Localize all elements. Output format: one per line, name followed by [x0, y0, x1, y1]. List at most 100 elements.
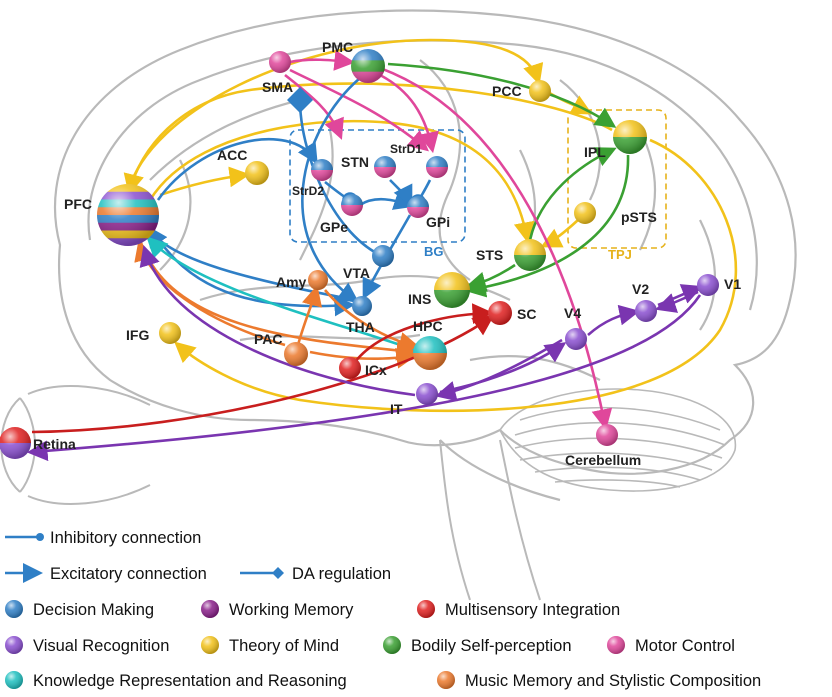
node-label-pfc: PFC [64, 196, 92, 212]
acc-sphere-icon [245, 161, 269, 185]
gpe-sphere-icon [341, 194, 363, 216]
legend-item-label: Knowledge Representation and Reasoning [33, 672, 347, 690]
node-label-icx: ICx [365, 362, 387, 378]
legend: Inhibitory connection Excitatory connect… [5, 529, 761, 690]
connection-ipl-ins [464, 154, 630, 298]
node-label-sts: STS [476, 247, 503, 263]
cerebellum-sphere-icon [596, 424, 618, 446]
connection-pfc-acc [159, 166, 251, 197]
sma-sphere-icon [269, 51, 291, 73]
node-it: IT [390, 383, 438, 417]
stn-sphere-icon [374, 156, 396, 178]
legend-inhibitory: Inhibitory connection [5, 529, 201, 547]
legend-inhibitory-label: Inhibitory connection [50, 529, 201, 547]
connection-sts-ipl [528, 147, 617, 241]
v2-sphere-icon [635, 300, 657, 322]
legend-item-label: Multisensory Integration [445, 601, 620, 619]
tpj-region-label: TPJ [608, 247, 632, 262]
node-label-hpc: HPC [413, 318, 443, 334]
node-label-ifg: IFG [126, 327, 149, 343]
sts-sphere-icon [514, 239, 546, 271]
node-acc: ACC [217, 147, 269, 185]
node-pmc: PMC [322, 39, 385, 83]
connection-pmc-ipl [387, 62, 617, 128]
connections [26, 38, 738, 462]
connection-pac-hpc [309, 347, 418, 369]
connection-sma-pmc [289, 50, 356, 71]
legend-item-4: Theory of Mind [201, 636, 339, 655]
node-label-retina: Retina [33, 436, 76, 452]
connection-pfc-pcc [126, 38, 544, 193]
amy-sphere-icon [308, 270, 328, 290]
strd1-sphere-icon [426, 156, 448, 178]
connection-v2-v1 [657, 284, 703, 307]
connection-vta-strd [287, 87, 381, 257]
node-cerebellum: Cerebellum [565, 424, 641, 468]
node-label-pcc: PCC [492, 83, 522, 99]
legend-da: DA regulation [240, 565, 391, 583]
connection-sma-stn [284, 73, 344, 140]
v1-sphere-icon [697, 274, 719, 296]
node-v4: V4 [564, 305, 587, 350]
legend-item-label: Bodily Self-perception [411, 637, 572, 655]
pmc-sphere-icon [351, 49, 385, 83]
node-label-stn: STN [341, 154, 369, 170]
connection-v1-v2 [655, 290, 699, 313]
connection-sma-strd1 [289, 68, 429, 152]
node-label-acc: ACC [217, 147, 247, 163]
tha-sphere-icon [352, 296, 372, 316]
node-amy: Amy [276, 270, 328, 290]
legend-item-3: Visual Recognition [5, 636, 169, 655]
node-label-v1: V1 [724, 276, 741, 292]
cerebellum-outline [499, 388, 737, 492]
legend-item-8: Music Memory and Stylistic Composition [437, 671, 761, 690]
node-label-tha: THA [346, 319, 375, 335]
node-v2: V2 [632, 281, 657, 322]
legend-item-label: Working Memory [229, 601, 354, 619]
connection-v1-retina [26, 294, 702, 462]
node-pcc: PCC [492, 80, 551, 102]
node-ipl: IPL [584, 120, 647, 160]
legend-item-label: Music Memory and Stylistic Composition [465, 672, 761, 690]
legend-item-7: Knowledge Representation and Reasoning [5, 671, 347, 690]
node-label-sma: SMA [262, 79, 293, 95]
node-label-strd2: StrD2 [292, 184, 324, 198]
legend-item-label: Decision Making [33, 601, 154, 619]
node-gpi: GPi [407, 196, 450, 230]
connection-gpe-gpi [359, 190, 415, 210]
vta-sphere-icon [372, 245, 394, 267]
node-icx: ICx [339, 357, 387, 379]
connection-it-v4 [439, 342, 567, 394]
connection-amy-hpc [324, 289, 421, 353]
node-label-gpe: GPe [320, 219, 348, 235]
inhibitory-dot-icon [36, 533, 44, 541]
retina-sphere-icon [0, 427, 31, 459]
node-label-sc: SC [517, 306, 536, 322]
node-strd1: StrD1 [390, 142, 448, 178]
it-sphere-icon [416, 383, 438, 405]
psts-sphere-icon [574, 202, 596, 224]
node-v1: V1 [697, 274, 741, 296]
legend-item-5: Bodily Self-perception [383, 636, 572, 655]
legend-item-2: Multisensory Integration [417, 600, 620, 619]
legend-item-1: Working Memory [201, 600, 354, 619]
connection-ipl-ifg [174, 138, 738, 413]
ifg-sphere-icon [159, 322, 181, 344]
connection-pfc-strd2 [156, 137, 318, 201]
node-stn: STN [341, 154, 396, 178]
node-label-pac: PAC [254, 331, 283, 347]
node-label-strd1: StrD1 [390, 142, 422, 156]
v4-sphere-icon [565, 328, 587, 350]
node-gpe: GPe [320, 194, 363, 235]
legend-da-label: DA regulation [292, 565, 391, 583]
node-strd2: StrD2 [292, 159, 333, 198]
legend-item-0: Decision Making [5, 600, 154, 619]
pcc-sphere-icon [529, 80, 551, 102]
connection-psts-sts [540, 219, 579, 248]
connection-icx-sc [353, 303, 494, 363]
connection-pac-amy [296, 284, 323, 346]
pfc-sphere-icon [97, 184, 159, 246]
legend-excitatory: Excitatory connection [5, 563, 207, 583]
node-label-ipl: IPL [584, 144, 606, 160]
brainstem-outline [439, 439, 541, 601]
